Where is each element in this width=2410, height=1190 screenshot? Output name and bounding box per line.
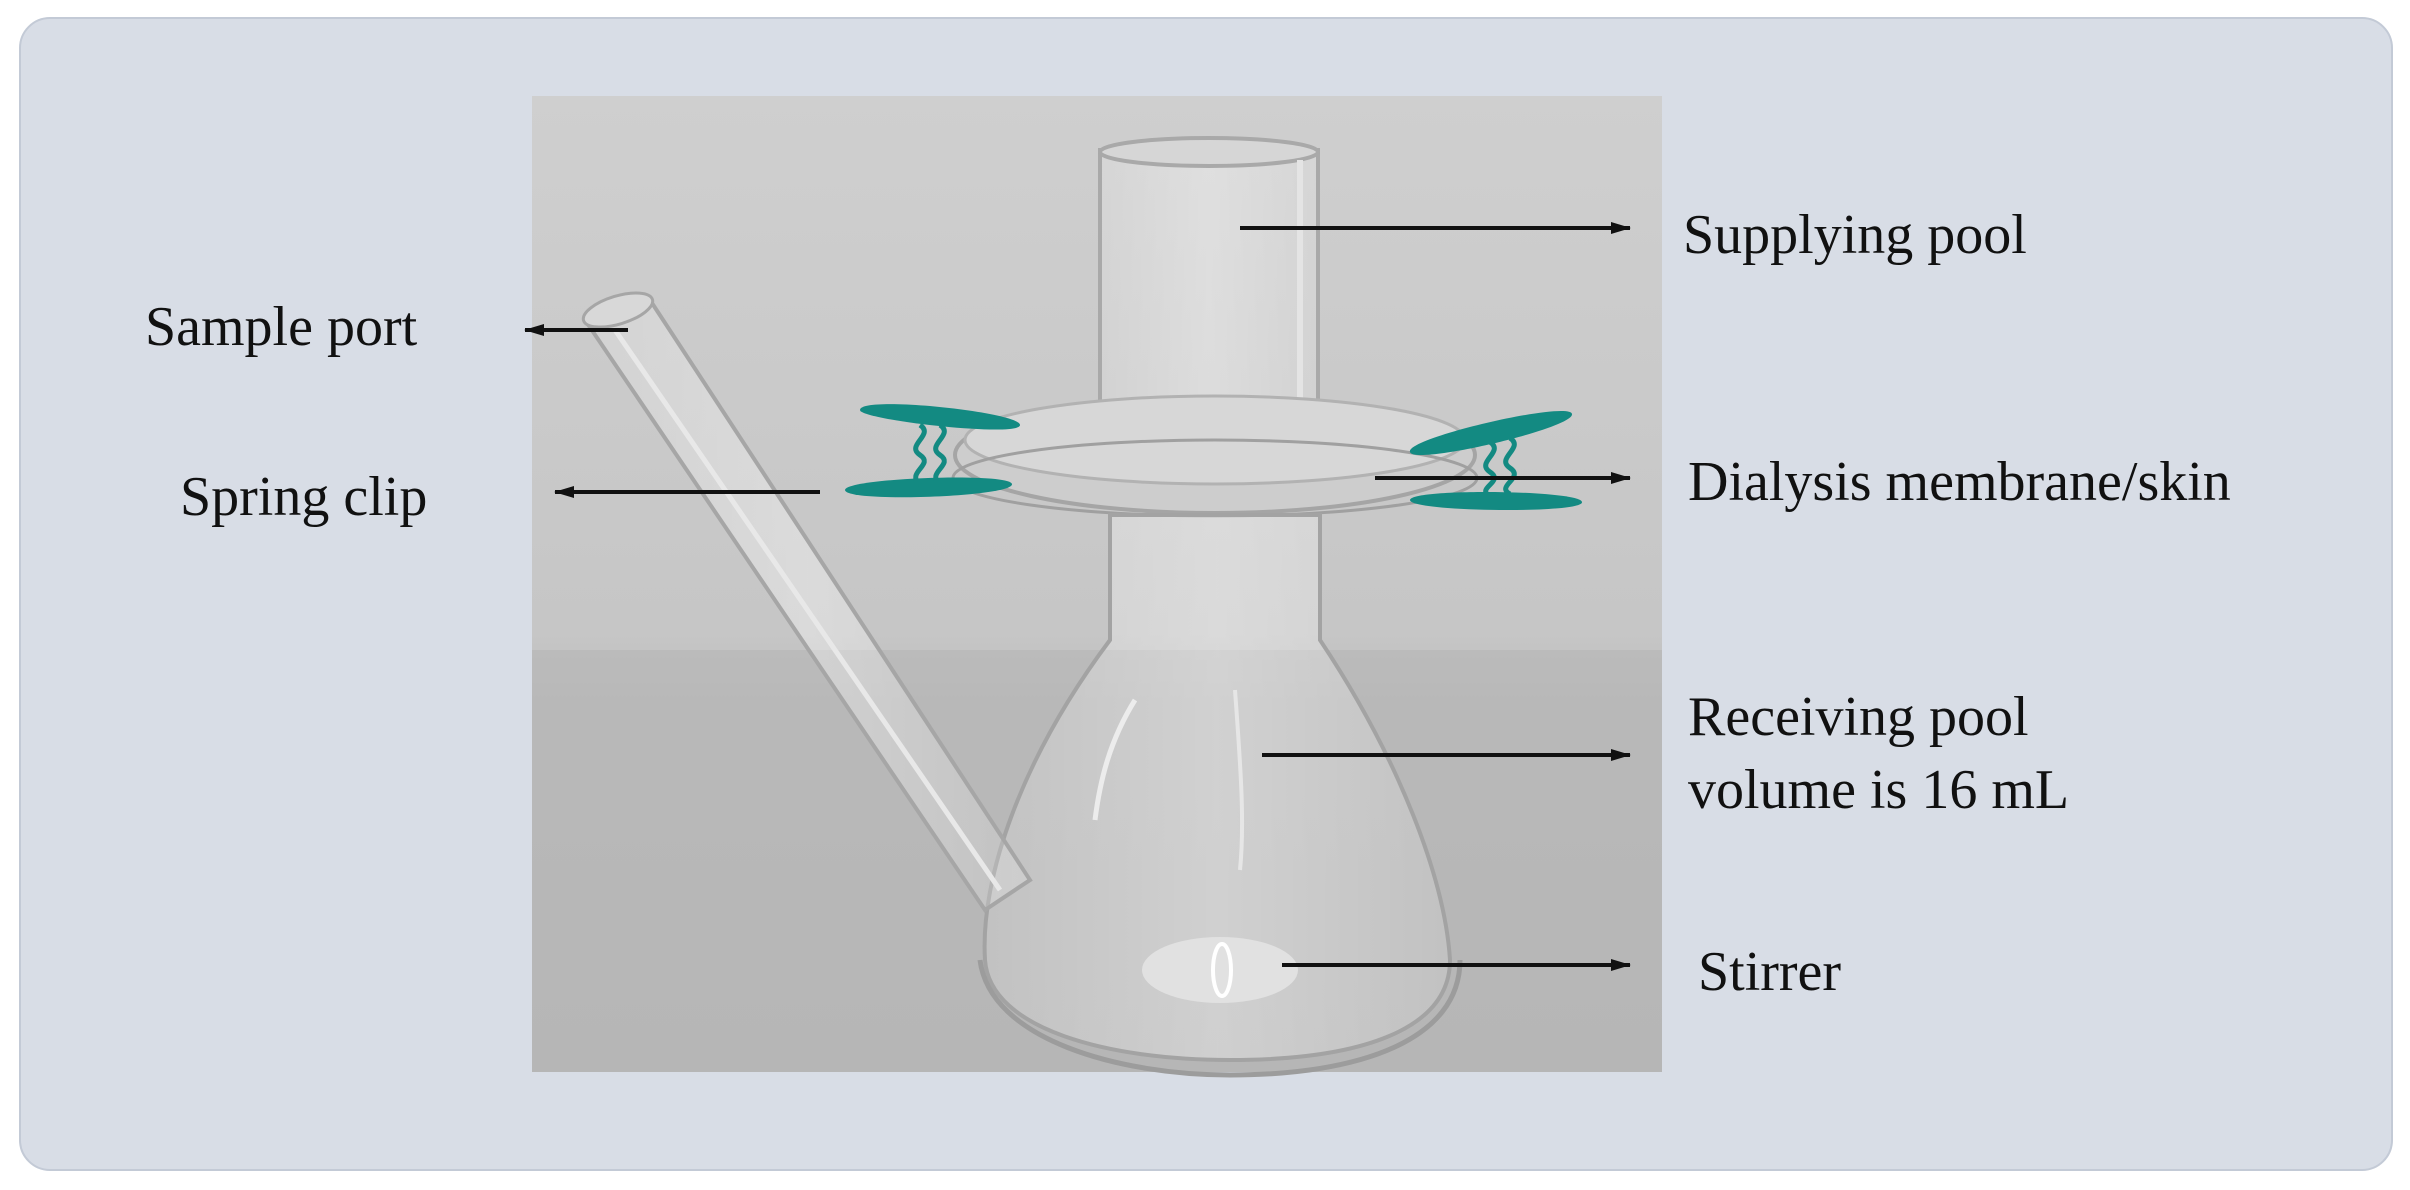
label-receiving-pool-line1: Receiving pool: [1688, 686, 2029, 748]
label-spring-clip: Spring clip: [180, 466, 427, 528]
label-supplying-pool: Supplying pool: [1683, 204, 2027, 266]
stir-bar-icon: [1142, 937, 1298, 1003]
label-receiving-pool-line2: volume is 16 mL: [1688, 759, 2069, 821]
sample-port-arm: [581, 291, 1033, 913]
spring-clip-left: [845, 404, 1020, 498]
receiving-flask: [977, 513, 1463, 1078]
label-dialysis-membrane: Dialysis membrane/skin: [1688, 451, 2231, 513]
stirrer: [1142, 937, 1298, 1003]
label-stirrer: Stirrer: [1698, 941, 1841, 1003]
supplying-pool-tube: [1098, 136, 1320, 422]
spring-clip-right: [1409, 410, 1583, 511]
label-sample-port: Sample port: [145, 296, 418, 358]
labels: Supplying pool Sample port Spring clip D…: [145, 204, 2231, 1003]
arrows: [524, 222, 1631, 971]
apparatus-photo: [532, 96, 1662, 1078]
flange: [951, 394, 1479, 518]
spring-clip-icon: [860, 404, 1020, 430]
